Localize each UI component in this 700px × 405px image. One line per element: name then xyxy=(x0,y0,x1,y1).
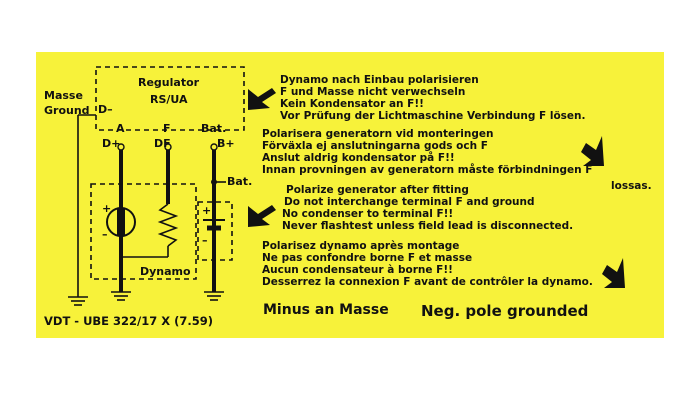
d-minus-label: D– xyxy=(98,103,113,116)
french-line-4: Desserrez la connexion F avant de contrô… xyxy=(262,276,593,288)
regulator-model: RS/UA xyxy=(150,93,188,106)
english-line-4: Never flashtest unless field lead is dis… xyxy=(282,220,574,232)
battery-minus: – xyxy=(202,234,208,247)
english-line-1: Polarize generator after fitting xyxy=(286,184,469,196)
battery-label: Bat. xyxy=(227,175,253,188)
instructions-english: Polarize generator after fitting Do not … xyxy=(282,184,573,232)
french-line-1: Polarisez dynamo après montage xyxy=(262,240,460,252)
terminal-a-label: A xyxy=(116,122,125,135)
battery-plus: + xyxy=(202,204,212,217)
arrow-icon-4 xyxy=(602,258,625,288)
swedish-line-3: Anslut aldrig kondensator på F!! xyxy=(262,152,455,164)
ground-symbol-dynamo xyxy=(111,291,131,301)
wiring-diagram xyxy=(68,66,625,306)
german-line-2: F und Masse nicht verwechseln xyxy=(280,86,466,98)
swedish-line-4: Innan provningen av generatorn måste för… xyxy=(262,164,593,176)
armature-minus: – xyxy=(102,228,108,241)
field-winding xyxy=(157,203,179,247)
german-line-1: Dynamo nach Einbau polarisieren xyxy=(280,74,479,86)
dynamo-label: Dynamo xyxy=(140,265,191,278)
french-line-2: Ne pas confondre borne F et masse xyxy=(262,252,473,264)
instructions-german: Dynamo nach Einbau polarisieren F und Ma… xyxy=(280,74,586,122)
dynamo-box xyxy=(90,183,197,280)
ground-symbol-left xyxy=(68,296,88,306)
ground-label: Ground xyxy=(44,104,90,117)
arrow-icon-3 xyxy=(248,205,276,227)
terminal-f-label: F xyxy=(163,122,171,135)
arrow-icon-2 xyxy=(581,136,604,166)
masse-label: Masse xyxy=(44,89,83,102)
swedish-line-1: Polarisera generatorn vid monteringen xyxy=(262,128,494,140)
german-line-3: Kein Kondensator an F!! xyxy=(280,98,424,110)
terminal-b-plus-label: B+ xyxy=(217,137,235,150)
ground-symbol-battery xyxy=(204,291,224,301)
arrow-icon-1 xyxy=(248,88,276,110)
instructions-french: Polarisez dynamo après montage Ne pas co… xyxy=(262,240,593,288)
instructions-swedish: Polarisera generatorn vid monteringen Fö… xyxy=(262,128,592,176)
terminal-df-label: DF xyxy=(154,137,171,150)
neg-pole-grounded: Neg. pole grounded xyxy=(421,302,589,320)
armature-plus: + xyxy=(102,202,112,215)
regulator-title: Regulator xyxy=(138,76,200,89)
german-line-4: Vor Prüfung der Lichtmaschine Verbindung… xyxy=(280,110,586,122)
terminal-d-plus-label: D+ xyxy=(102,137,121,150)
english-line-2: Do not interchange terminal F and ground xyxy=(284,196,535,208)
french-line-3: Aucun condensateur à borne F!! xyxy=(262,264,453,276)
swedish-tail: lossas. xyxy=(611,180,652,192)
part-number: VDT - UBE 322/17 X (7.59) xyxy=(44,314,214,328)
minus-an-masse: Minus an Masse xyxy=(263,302,389,318)
instruction-label: Regulator RS/UA Masse Ground D– A F Bat.… xyxy=(36,52,664,338)
english-line-3: No condenser to terminal F!! xyxy=(282,208,454,220)
regulator-box xyxy=(95,66,245,131)
swedish-line-2: Förväxla ej anslutningarna gods och F xyxy=(262,140,488,152)
terminal-bat-label: Bat. xyxy=(201,122,227,135)
battery-box xyxy=(197,201,233,261)
